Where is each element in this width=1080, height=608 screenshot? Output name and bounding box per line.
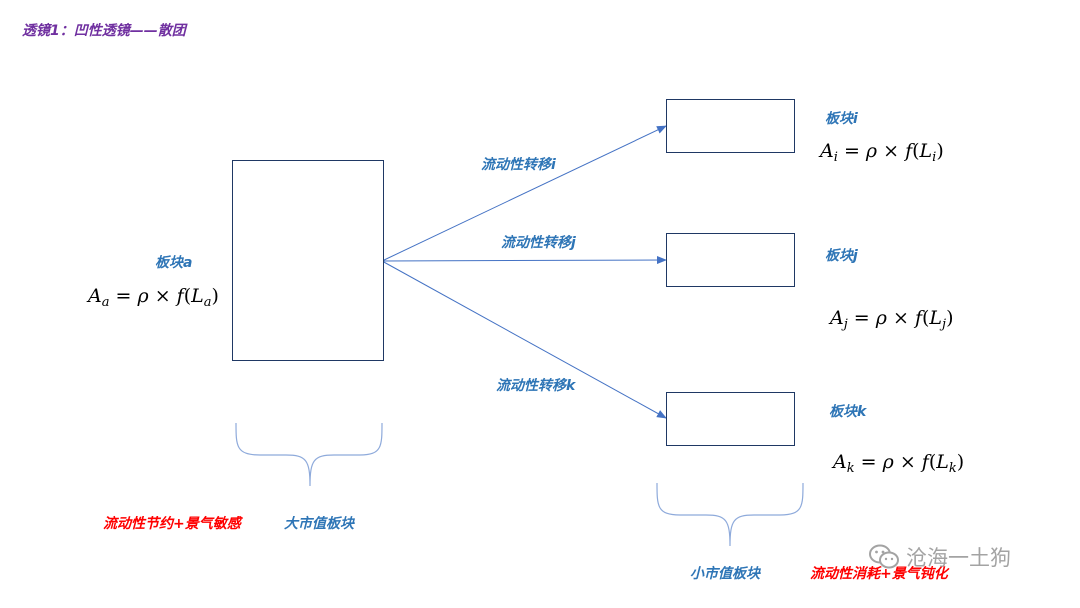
arrow-to-k: [381, 260, 667, 419]
arrow-to-j: [381, 256, 667, 265]
small-sector-description: 流动性消耗+景气钝化: [810, 566, 948, 582]
big-sector-description: 流动性节约+景气敏感: [103, 516, 241, 532]
big-sector-name: 大市值板块: [284, 516, 354, 532]
big-sector-label: 板块a: [155, 255, 193, 271]
watermark-text: 沧海一土狗: [906, 546, 1011, 570]
sector-i-box: [666, 99, 795, 153]
transfer-label-k: 流动性转移k: [496, 378, 576, 394]
small-sector-name: 小市值板块: [690, 566, 760, 582]
wechat-icon: [869, 544, 899, 569]
arrow-to-i: [381, 125, 667, 262]
big-sector-box: [232, 160, 384, 361]
sector-j-formula: Aj = ρ × f(Lj): [830, 307, 954, 332]
sector-k-box: [666, 392, 795, 446]
watermark: 沧海一土狗: [868, 542, 1011, 572]
sector-j-label: 板块j: [825, 248, 858, 264]
brace-big-sector: [235, 422, 383, 487]
sector-k-label: 板块k: [829, 404, 867, 420]
transfer-label-j: 流动性转移j: [501, 235, 576, 251]
transfer-label-i: 流动性转移i: [481, 157, 556, 173]
page-title: 透镜1：凹性透镜——散团: [22, 23, 186, 39]
sector-i-formula: Ai = ρ × f(Li): [820, 140, 944, 165]
big-sector-formula: Aa = ρ × f(La): [88, 285, 219, 310]
sector-j-box: [666, 233, 795, 287]
sector-i-label: 板块i: [825, 111, 858, 127]
brace-small-sector: [656, 482, 804, 547]
sector-k-formula: Ak = ρ × f(Lk): [833, 451, 965, 476]
